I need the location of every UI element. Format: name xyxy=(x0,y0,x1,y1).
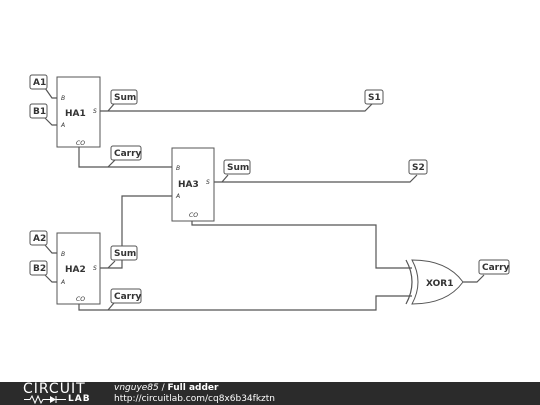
label-text: A1 xyxy=(33,78,46,88)
label-text: Sum xyxy=(114,249,136,259)
wire-ha2-co xyxy=(78,295,412,311)
footer-bar: CIRCUIT LAB vnguye85 / Full adder http:/… xyxy=(0,381,540,405)
pin-label-s: S xyxy=(93,108,97,115)
label-text: A2 xyxy=(33,234,46,244)
net-label-ha1-carry[interactable]: Carry xyxy=(110,145,142,161)
label-text: Carry xyxy=(482,263,510,273)
author-line: vnguye85 / Full adder xyxy=(114,383,218,393)
net-label-ha1-sum[interactable]: Sum xyxy=(110,89,138,105)
wire-a2 xyxy=(44,244,57,254)
input-label-b1[interactable]: B1 xyxy=(29,103,48,119)
wire-b2 xyxy=(44,274,57,283)
logo-text-circuit: CIRCUIT xyxy=(23,381,86,397)
half-adder-ha1[interactable]: HA1 B A S CO xyxy=(56,76,101,148)
wire-b1 xyxy=(44,117,57,126)
input-label-a1[interactable]: A1 xyxy=(29,74,48,90)
pin-label-b: B xyxy=(176,165,180,172)
wire-ha1-sum xyxy=(100,103,373,112)
wire-ha3-sum xyxy=(214,174,418,183)
pin-label-a: A xyxy=(60,279,65,286)
label-text: S1 xyxy=(368,93,381,103)
label-text: S2 xyxy=(412,163,425,173)
input-label-b2[interactable]: B2 xyxy=(29,260,48,276)
wires xyxy=(44,87,485,311)
label-text: Carry xyxy=(114,292,142,302)
wire-sum-tag-3 xyxy=(221,174,229,183)
output-label-carry[interactable]: Carry xyxy=(478,259,510,275)
logo-text-lab: LAB xyxy=(68,394,91,404)
pin-label-b: B xyxy=(61,251,65,258)
wire-ha1-carry xyxy=(78,147,172,168)
label-text: B1 xyxy=(33,107,46,117)
block-title: HA2 xyxy=(65,265,86,275)
separator: / xyxy=(158,383,168,393)
input-label-a2[interactable]: A2 xyxy=(29,230,48,246)
wire-sum-tag-1 xyxy=(107,103,115,112)
block-title: HA1 xyxy=(65,109,86,119)
wire-carry-tag-2 xyxy=(107,302,115,311)
wire-ha3-co xyxy=(191,221,412,269)
circuit-symbol-icon xyxy=(24,395,66,404)
wire-sum-tag-2 xyxy=(107,260,116,269)
pin-label-a: A xyxy=(60,122,65,129)
pin-label-s: S xyxy=(93,265,97,272)
pin-label-co: CO xyxy=(76,296,85,303)
output-label-s2[interactable]: S2 xyxy=(408,159,428,175)
circuit-url-link[interactable]: http://circuitlab.com/cq8x6b34fkztn xyxy=(114,394,275,404)
pin-label-co: CO xyxy=(76,140,85,147)
net-label-ha3-sum[interactable]: Sum xyxy=(223,159,251,175)
schematic: HA1 B A S CO HA3 B A S CO HA2 B A S CO X… xyxy=(29,74,510,311)
label-text: Carry xyxy=(114,149,142,159)
gate-title: XOR1 xyxy=(426,279,453,289)
net-label-ha2-carry[interactable]: Carry xyxy=(110,288,142,304)
block-title: HA3 xyxy=(178,180,199,190)
circuit-title: Full adder xyxy=(167,383,219,393)
wire-ha2-sum-to-ha3 xyxy=(100,195,172,269)
wire-a1 xyxy=(44,87,57,99)
half-adder-ha3[interactable]: HA3 B A S CO xyxy=(171,147,215,222)
label-text: Sum xyxy=(114,93,136,103)
half-adder-ha2[interactable]: HA2 B A S CO xyxy=(56,232,101,305)
author-link[interactable]: vnguye85 xyxy=(114,383,159,393)
pin-label-s: S xyxy=(206,179,210,186)
pin-label-co: CO xyxy=(189,212,198,219)
label-text: Sum xyxy=(227,163,249,173)
net-label-ha2-sum[interactable]: Sum xyxy=(110,245,138,261)
label-text: B2 xyxy=(33,264,46,274)
xor-gate[interactable]: XOR1 xyxy=(405,259,464,305)
pin-label-b: B xyxy=(61,95,65,102)
wire-xor-out xyxy=(463,274,485,283)
wire-carry-tag-1 xyxy=(107,159,116,168)
pin-label-a: A xyxy=(175,193,180,200)
output-label-s1[interactable]: S1 xyxy=(364,89,384,105)
